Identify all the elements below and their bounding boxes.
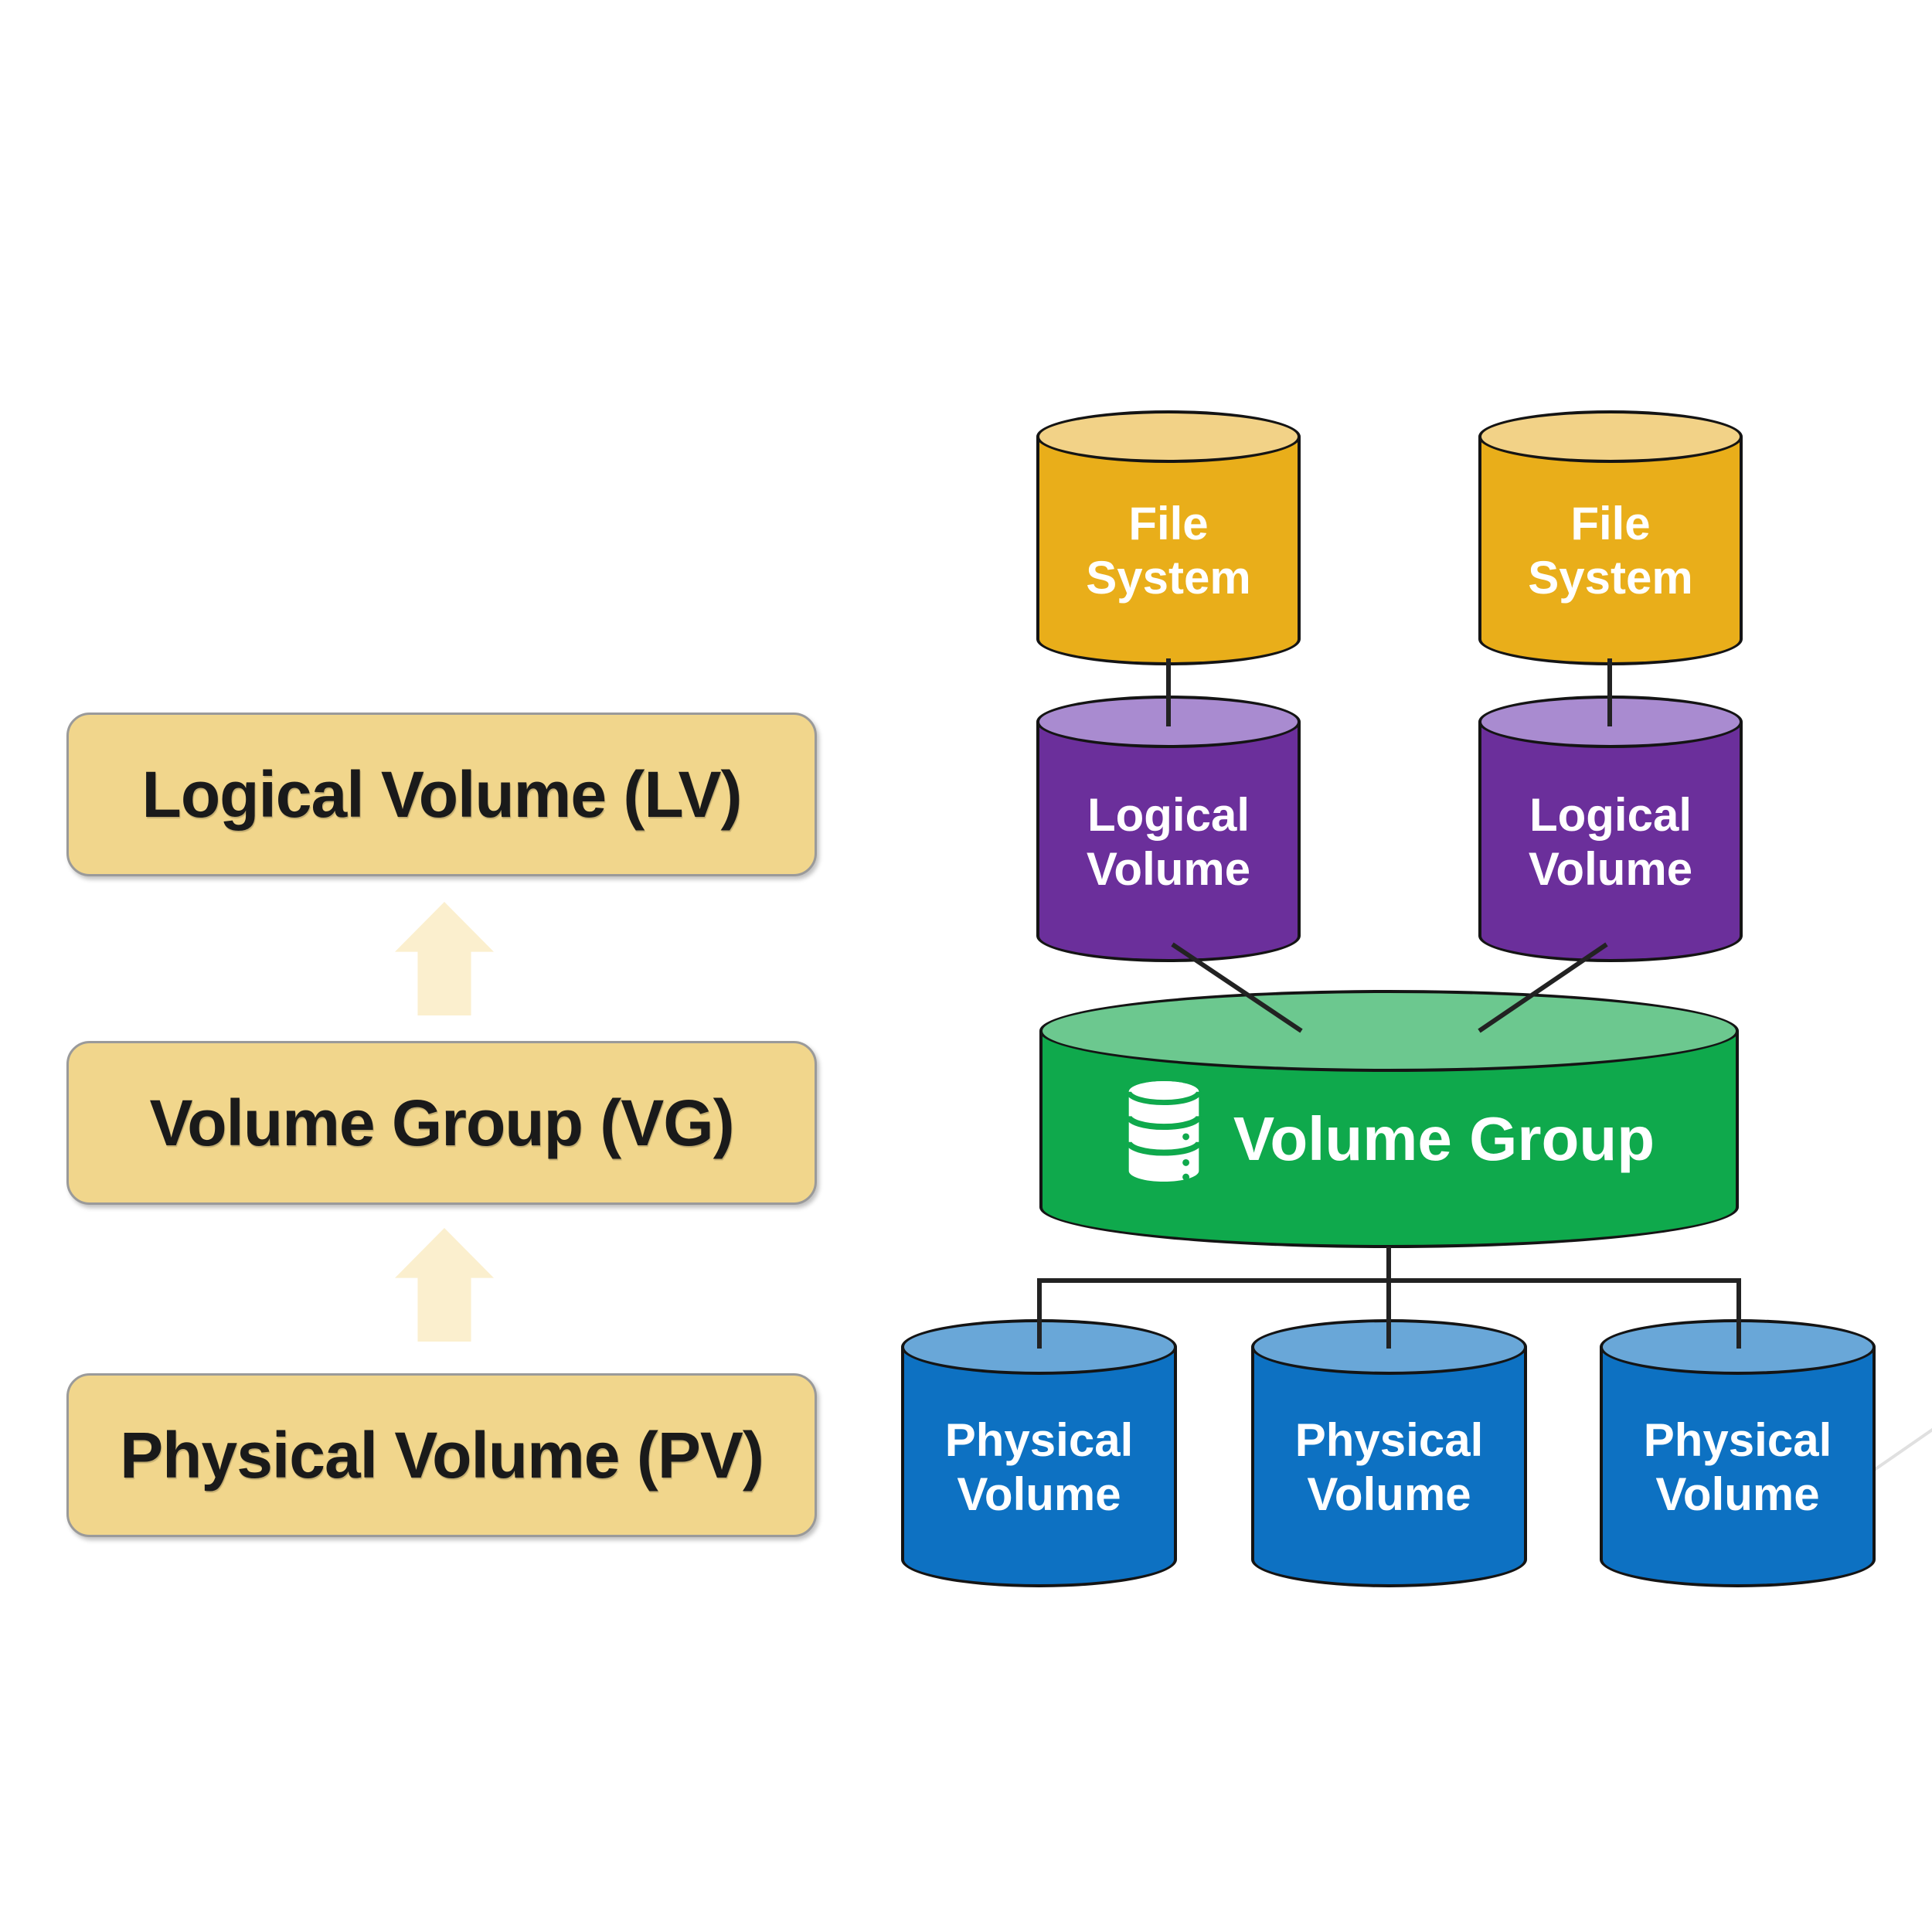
cylinder-top — [1251, 1319, 1527, 1375]
cylinder-top — [1478, 696, 1743, 748]
physical-volume-cylinder-2: Physical Volume — [1251, 1319, 1527, 1587]
cylinder-body — [901, 1347, 1177, 1587]
label-line: System — [1528, 552, 1693, 604]
label-line: Logical — [1529, 788, 1692, 841]
term-box-label: Logical Volume (LV) — [141, 757, 743, 831]
volume-group-text: Volume Group — [1233, 1104, 1655, 1174]
term-box-volume-group: Volume Group (VG) — [66, 1041, 817, 1205]
label-line: Volume — [1528, 842, 1693, 895]
term-box-physical-volume: Physical Volume (PV) — [66, 1373, 817, 1537]
label-line: Volume — [1655, 1468, 1820, 1520]
file-system-label: File System — [1036, 463, 1301, 639]
label-line: Physical — [944, 1413, 1134, 1466]
label-line: Physical — [1643, 1413, 1832, 1466]
cylinder-body — [1251, 1347, 1527, 1587]
term-box-label: Volume Group (VG) — [149, 1086, 734, 1159]
label-line: System — [1086, 552, 1251, 604]
physical-volume-cylinder-1: Physical Volume — [901, 1319, 1177, 1587]
physical-volume-cylinder-3: Physical Volume — [1600, 1319, 1876, 1587]
logical-volume-label: Logical Volume — [1478, 748, 1743, 936]
cylinder-body — [1478, 437, 1743, 665]
label-line: Logical — [1087, 788, 1250, 841]
label-line: Volume — [1307, 1468, 1471, 1520]
label-line: File — [1128, 498, 1209, 550]
cylinder-body — [1478, 722, 1743, 962]
label-line: File — [1570, 498, 1651, 550]
file-system-label: File System — [1478, 463, 1743, 639]
volume-group-label: Volume Group — [1039, 1072, 1739, 1207]
physical-volume-label: Physical Volume — [1600, 1375, 1876, 1560]
label-line: Volume — [1086, 842, 1251, 895]
label-line: Volume — [957, 1468, 1121, 1520]
volume-group-cylinder: Volume Group — [1039, 990, 1739, 1248]
term-box-logical-volume: Logical Volume (LV) — [66, 713, 817, 876]
label-line: Physical — [1294, 1413, 1484, 1466]
cylinder-top — [1036, 410, 1301, 463]
term-box-label: Physical Volume (PV) — [120, 1418, 764, 1492]
file-system-cylinder-1: File System — [1036, 410, 1301, 665]
cylinder-top — [1039, 990, 1739, 1072]
up-arrow-vg-to-lv — [395, 902, 494, 1015]
cylinder-top — [1036, 696, 1301, 748]
physical-volume-label: Physical Volume — [1251, 1375, 1527, 1560]
cylinder-top — [1478, 410, 1743, 463]
cylinder-top — [1600, 1319, 1876, 1375]
up-arrow-pv-to-vg — [395, 1228, 494, 1342]
file-system-cylinder-2: File System — [1478, 410, 1743, 665]
cylinder-body — [1036, 722, 1301, 962]
logical-volume-label: Logical Volume — [1036, 748, 1301, 936]
physical-volume-label: Physical Volume — [901, 1375, 1177, 1560]
logical-volume-cylinder-1: Logical Volume — [1036, 696, 1301, 962]
cylinder-top — [901, 1319, 1177, 1375]
database-icon — [1124, 1080, 1204, 1199]
logical-volume-cylinder-2: Logical Volume — [1478, 696, 1743, 962]
